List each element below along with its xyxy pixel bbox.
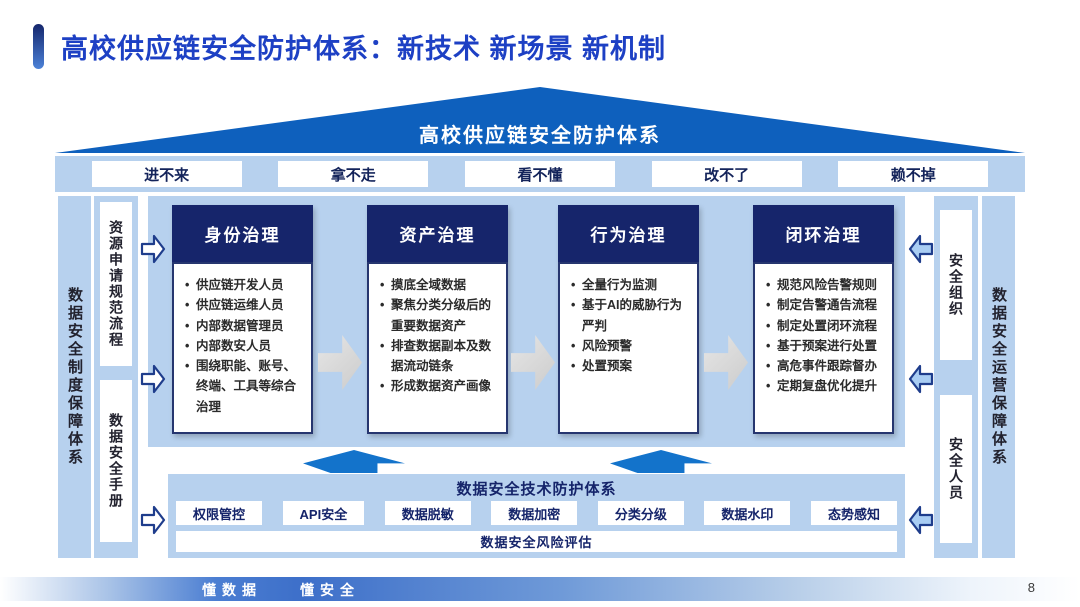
tech-panel-title: 数据安全技术防护体系 xyxy=(456,481,617,498)
column-bullet-list: 全量行为监测基于AI的威胁行为严判风险预警处置预案 xyxy=(558,262,699,434)
bullet-item: 基于预案进行处置 xyxy=(763,336,886,357)
left-arrow-icon xyxy=(908,364,934,394)
right-sidebar-item-security-org: 安全组织 xyxy=(940,210,972,360)
left-arrow-icon xyxy=(908,234,934,264)
tech-chip: 数据水印 xyxy=(704,501,791,525)
up-arrow-icon xyxy=(303,450,405,473)
right-sidebar-item-label: 安全人员 xyxy=(948,437,964,501)
bullet-item: 基于AI的威胁行为严判 xyxy=(568,295,691,336)
bullet-item: 规范风险告警规则 xyxy=(763,275,886,296)
roof-label: 高校供应链安全防护体系 xyxy=(419,125,661,147)
roof-triangle: 高校供应链安全防护体系 xyxy=(55,87,1025,153)
threat-bar: 进不来 拿不走 看不懂 改不了 赖不掉 xyxy=(55,156,1025,192)
risk-assessment-bar: 数据安全风险评估 xyxy=(176,531,897,552)
column-asset-governance: 资产治理 摸底全域数据聚焦分类分级后的重要数据资产排查数据副本及数据流动链条形成… xyxy=(367,205,508,434)
right-sidebar-items-strip: 安全组织 安全人员 xyxy=(934,196,978,558)
column-identity-governance: 身份治理 供应链开发人员供应链运维人员内部数据管理员内部数安人员围绕职能、账号、… xyxy=(172,205,313,434)
up-arrow-icon xyxy=(610,450,712,473)
right-arrow-icon xyxy=(140,234,166,264)
flow-right-arrow-icon xyxy=(704,335,748,390)
flow-right-arrow-icon xyxy=(318,335,362,390)
tech-chip: 态势感知 xyxy=(810,501,897,525)
right-arrow-icon xyxy=(140,505,166,535)
tech-chip-row: 权限管控 API安全数据脱敏数据加密分类分级数据水印态势感知 xyxy=(176,501,897,525)
tech-protection-panel: 数据安全技术防护体系 权限管控 API安全数据脱敏数据加密分类分级数据水印态势感知… xyxy=(168,474,905,558)
bullet-item: 摸底全域数据 xyxy=(377,275,500,296)
tech-chip: 数据加密 xyxy=(491,501,578,525)
threat-chip: 进不来 xyxy=(91,161,242,187)
left-sidebar-item-security-handbook: 数据安全手册 xyxy=(100,380,132,542)
column-closedloop-governance: 闭环治理 规范风险告警规则制定告警通告流程制定处置闭环流程基于预案进行处置高危事… xyxy=(753,205,894,434)
right-sidebar-item-label: 安全组织 xyxy=(948,253,964,317)
left-sidebar-title: 数据安全制度保障体系 xyxy=(66,287,83,467)
tech-chip: API安全 xyxy=(282,501,365,525)
column-header: 资产治理 xyxy=(367,205,508,262)
left-sidebar-item-label: 数据安全手册 xyxy=(108,413,124,509)
footer-bar: 懂数据 懂安全 xyxy=(0,577,1080,601)
left-sidebar-title-bar: 数据安全制度保障体系 xyxy=(58,196,91,558)
tech-chip: 数据脱敏 xyxy=(384,501,471,525)
bullet-item: 全量行为监测 xyxy=(568,275,691,296)
bullet-item: 排查数据副本及数据流动链条 xyxy=(377,336,500,377)
column-header: 身份治理 xyxy=(172,205,313,262)
flow-right-arrow-icon xyxy=(511,335,555,390)
column-behavior-governance: 行为治理 全量行为监测基于AI的威胁行为严判风险预警处置预案 xyxy=(558,205,699,434)
threat-chip: 看不懂 xyxy=(464,161,615,187)
bullet-item: 制定告警通告流程 xyxy=(763,295,886,316)
threat-chip: 拿不走 xyxy=(278,161,429,187)
bullet-item: 内部数据管理员 xyxy=(182,316,305,337)
bullet-item: 供应链运维人员 xyxy=(182,295,305,316)
left-sidebar-item-label: 资源申请规范流程 xyxy=(108,220,124,348)
bullet-item: 定期复盘优化提升 xyxy=(763,376,886,397)
title-accent-bar xyxy=(33,24,44,69)
bullet-item: 内部数安人员 xyxy=(182,336,305,357)
bullet-item: 处置预案 xyxy=(568,356,691,377)
bullet-item: 聚焦分类分级后的重要数据资产 xyxy=(377,295,500,336)
column-bullet-list: 供应链开发人员供应链运维人员内部数据管理员内部数安人员围绕职能、账号、终端、工具… xyxy=(172,262,313,434)
column-header: 行为治理 xyxy=(558,205,699,262)
left-sidebar-item-resource-process: 资源申请规范流程 xyxy=(100,202,132,366)
column-bullet-list: 摸底全域数据聚焦分类分级后的重要数据资产排查数据副本及数据流动链条形成数据资产画… xyxy=(367,262,508,434)
page-number: 8 xyxy=(1027,580,1035,595)
right-sidebar-item-security-staff: 安全人员 xyxy=(940,395,972,543)
bullet-item: 制定处置闭环流程 xyxy=(763,316,886,337)
right-sidebar-title: 数据安全运营保障体系 xyxy=(990,287,1007,467)
right-sidebar-title-bar: 数据安全运营保障体系 xyxy=(982,196,1015,558)
bullet-item: 风险预警 xyxy=(568,336,691,357)
footer-label-security: 懂安全 xyxy=(300,582,360,598)
threat-chip: 赖不掉 xyxy=(838,161,989,187)
tech-chip: 分类分级 xyxy=(597,501,684,525)
title-row: 高校供应链安全防护体系：新技术 新场景 新机制 xyxy=(33,24,666,69)
bullet-item: 高危事件跟踪督办 xyxy=(763,356,886,377)
threat-chip: 改不了 xyxy=(651,161,802,187)
tech-chip: 权限管控 xyxy=(176,501,263,525)
bullet-item: 供应链开发人员 xyxy=(182,275,305,296)
footer-label-data: 懂数据 xyxy=(202,582,262,598)
right-arrow-icon xyxy=(140,364,166,394)
bullet-item: 围绕职能、账号、终端、工具等综合治理 xyxy=(182,356,305,417)
bullet-item: 形成数据资产画像 xyxy=(377,376,500,397)
column-header: 闭环治理 xyxy=(753,205,894,262)
column-bullet-list: 规范风险告警规则制定告警通告流程制定处置闭环流程基于预案进行处置高危事件跟踪督办… xyxy=(753,262,894,434)
left-sidebar-items-strip: 资源申请规范流程 数据安全手册 xyxy=(94,196,138,558)
left-arrow-icon xyxy=(908,505,934,535)
governance-panel: 身份治理 供应链开发人员供应链运维人员内部数据管理员内部数安人员围绕职能、账号、… xyxy=(148,196,905,447)
page-title: 高校供应链安全防护体系：新技术 新场景 新机制 xyxy=(61,34,667,64)
